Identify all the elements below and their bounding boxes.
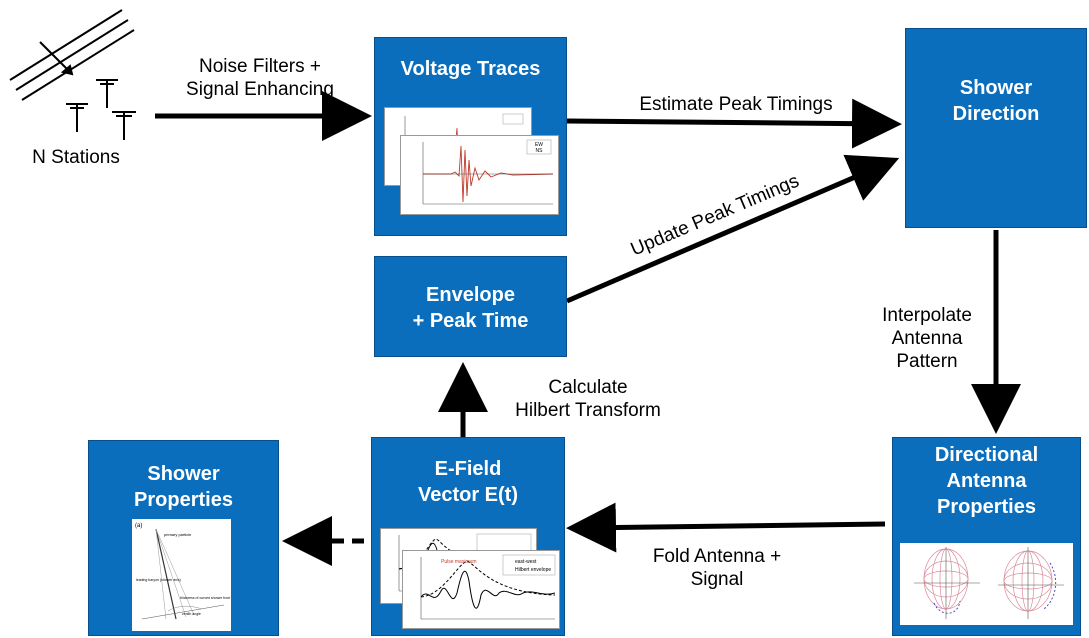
- label-estimate-peak: Estimate Peak Timings: [639, 94, 833, 115]
- label-noise-filters-line1: Noise Filters +: [199, 56, 321, 77]
- label-hilbert-line1: Calculate: [548, 377, 628, 398]
- node-efield-line2: Vector E(t): [417, 484, 519, 506]
- efield-legend-east-west: east-west: [515, 559, 537, 565]
- voltage-traces-thumbnail-front: EW NS: [400, 135, 559, 215]
- shower-annotation-thickness: thickness of curved shower front: [180, 596, 230, 600]
- label-fold-antenna: Fold Antenna + Signal: [612, 545, 822, 591]
- node-envelope-line1: Envelope: [426, 284, 515, 306]
- voltage-legend-ns: NS: [536, 148, 544, 154]
- node-shower-direction-line1: Shower: [959, 77, 1033, 99]
- node-antenna-line1: Directional: [934, 444, 1039, 466]
- label-interpolate-line2: Antenna: [891, 328, 963, 349]
- shower-geometry-thumbnail: (a) primary particle leading baryon (sho…: [132, 519, 231, 631]
- antenna-stations-icon: [9, 9, 136, 140]
- arrow-voltage-to-direction: [566, 98, 902, 149]
- node-shower-direction: Shower Direction: [905, 28, 1087, 228]
- node-voltage-traces-title: Voltage Traces: [400, 58, 541, 80]
- arrow-antenna-to-efield: [566, 502, 886, 553]
- shower-annotation-primary: primary particle: [164, 532, 192, 537]
- antenna-pattern-thumbnail: [900, 543, 1073, 625]
- node-envelope-line2: + Peak Time: [412, 310, 529, 332]
- efield-thumbnail-front: Pulse maximum east-west Hilbert envelope: [402, 550, 560, 629]
- arrow-envelope-to-direction: [566, 154, 900, 304]
- antenna-pattern-plots: [914, 547, 1064, 619]
- efield-plot-front: Pulse maximum east-west Hilbert envelope: [420, 554, 556, 620]
- label-noise-filters: Noise Filters + Signal Enhancing: [150, 55, 370, 101]
- node-shower-properties-line1: Shower: [147, 463, 220, 485]
- label-fold-antenna-line1: Fold Antenna +: [652, 546, 782, 567]
- node-antenna-line3: Properties: [937, 496, 1036, 518]
- node-efield-line1: E-Field: [434, 458, 502, 480]
- efield-legend-hilbert: Hilbert envelope: [515, 567, 551, 573]
- label-hilbert: Calculate Hilbert Transform: [488, 376, 688, 422]
- shower-annotation-zenith: zenith angle: [182, 612, 201, 616]
- label-interpolate-line1: Interpolate: [882, 305, 972, 326]
- label-noise-filters-line2: Signal Enhancing: [186, 79, 334, 100]
- node-antenna-line2: Antenna: [946, 470, 1027, 492]
- efield-pulse-max-annotation: Pulse maximum: [441, 559, 477, 565]
- shower-annotation-baryon: leading baryon (shower axis): [136, 578, 181, 582]
- node-shower-properties-line2: Properties: [134, 489, 233, 511]
- node-shower-direction-line2: Direction: [952, 103, 1040, 125]
- shower-geometry-plot: (a) primary particle leading baryon (sho…: [135, 523, 230, 620]
- label-hilbert-line2: Hilbert Transform: [515, 400, 661, 421]
- node-envelope-peak-time: Envelope + Peak Time: [374, 256, 567, 357]
- label-stations: N Stations: [32, 147, 120, 168]
- label-fold-antenna-line2: Signal: [690, 569, 744, 590]
- label-interpolate-line3: Pattern: [896, 351, 958, 372]
- voltage-trace-plot-front: EW NS: [422, 139, 554, 205]
- voltage-legend-ew: EW: [535, 142, 543, 148]
- label-interpolate: Interpolate Antenna Pattern: [862, 304, 992, 373]
- shower-panel-tag: (a): [135, 523, 142, 529]
